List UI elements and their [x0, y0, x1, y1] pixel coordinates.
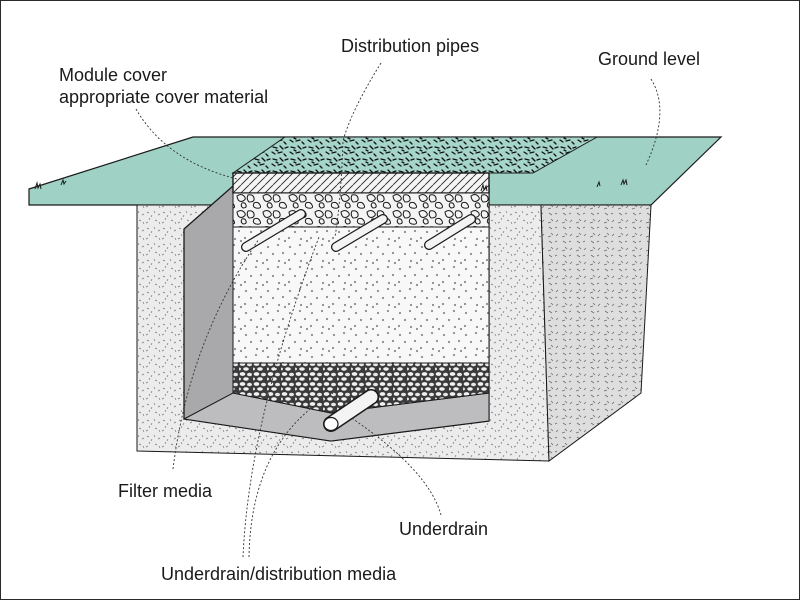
label-filter-media: Filter media [118, 481, 212, 502]
label-module-cover-material: appropriate cover material [59, 87, 268, 108]
filter-media-layer [233, 227, 489, 363]
soil-side-face [541, 205, 651, 461]
module-cover-top [233, 137, 597, 173]
label-underdrain-distribution-media: Underdrain/distribution media [161, 564, 396, 585]
label-distribution-pipes: Distribution pipes [341, 36, 479, 57]
label-underdrain: Underdrain [399, 519, 488, 540]
module-cover-band [233, 173, 489, 193]
distribution-stone-layer [233, 193, 489, 227]
label-module-cover: Module cover [59, 65, 167, 86]
label-ground-level: Ground level [598, 49, 700, 70]
